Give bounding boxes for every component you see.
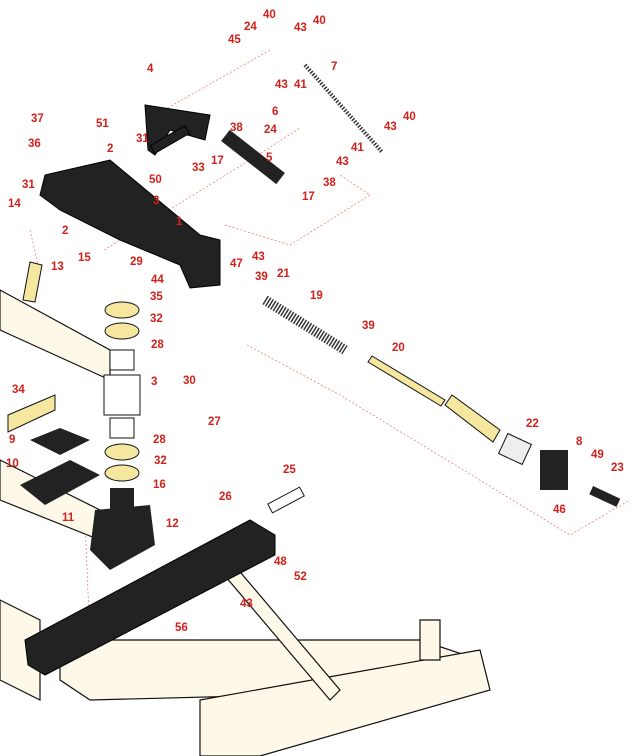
- callout-24: 24: [264, 124, 277, 136]
- pads-9-10: [20, 428, 100, 505]
- callout-34: 34: [12, 384, 25, 396]
- callout-47: 47: [230, 258, 243, 270]
- callout-46: 46: [553, 504, 566, 516]
- callout-56: 56: [175, 622, 188, 634]
- plate-34: [7, 394, 56, 433]
- callout-44: 44: [151, 274, 164, 286]
- callout-43: 43: [336, 156, 349, 168]
- callout-50: 50: [149, 174, 162, 186]
- callout-3: 3: [151, 376, 158, 388]
- callout-40: 40: [403, 111, 416, 123]
- callout-1: 1: [176, 216, 183, 228]
- callout-48: 48: [274, 556, 287, 568]
- callout-33: 33: [192, 162, 205, 174]
- callout-51: 51: [96, 118, 109, 130]
- callout-3: 3: [153, 195, 160, 207]
- callout-43: 43: [384, 121, 397, 133]
- callout-31: 31: [136, 133, 149, 145]
- callout-29: 29: [130, 256, 143, 268]
- spring-7: [303, 63, 384, 154]
- callout-16: 16: [153, 479, 166, 491]
- cylinder: [221, 129, 285, 185]
- mower-frame: [0, 289, 491, 756]
- callout-21: 21: [277, 268, 290, 280]
- callout-20: 20: [392, 342, 405, 354]
- callout-43: 43: [275, 79, 288, 91]
- bracket-8: [540, 450, 568, 490]
- callout-43: 43: [294, 22, 307, 34]
- callout-10: 10: [6, 458, 19, 470]
- callout-2: 2: [62, 225, 69, 237]
- callout-6: 6: [272, 106, 279, 118]
- callout-38: 38: [230, 122, 243, 134]
- callout-28: 28: [151, 339, 164, 351]
- bolt-25: [267, 486, 305, 514]
- callout-25: 25: [283, 464, 296, 476]
- callout-14: 14: [8, 198, 21, 210]
- callout-11: 11: [62, 512, 75, 524]
- callout-15: 15: [78, 252, 91, 264]
- callout-24: 24: [244, 21, 257, 33]
- callout-32: 32: [150, 313, 163, 325]
- callout-41: 41: [351, 142, 364, 154]
- callout-17: 17: [211, 155, 224, 167]
- callout-43: 43: [252, 251, 265, 263]
- bushings-stack: [103, 301, 141, 482]
- callout-45: 45: [228, 34, 241, 46]
- callout-36: 36: [28, 138, 41, 150]
- callout-12: 12: [166, 518, 179, 530]
- callout-5: 5: [266, 152, 273, 164]
- callout-39: 39: [362, 320, 375, 332]
- callout-35: 35: [150, 291, 163, 303]
- pin-13: [22, 261, 43, 303]
- bolt-23: [589, 486, 621, 507]
- lower-bar-56: [24, 519, 276, 676]
- shaft-20: [367, 355, 501, 443]
- caster-fork: [90, 488, 155, 570]
- callout-30: 30: [183, 375, 196, 387]
- callout-40: 40: [263, 9, 276, 21]
- callout-31: 31: [22, 179, 35, 191]
- callout-26: 26: [219, 491, 232, 503]
- callout-19: 19: [310, 290, 323, 302]
- callout-13: 13: [51, 261, 64, 273]
- main-pivot-arm: [39, 104, 221, 289]
- callout-32: 32: [154, 455, 167, 467]
- callout-40: 40: [313, 15, 326, 27]
- callout-43: 43: [240, 598, 253, 610]
- callout-2: 2: [107, 143, 114, 155]
- callout-7: 7: [331, 61, 338, 73]
- callout-38: 38: [323, 177, 336, 189]
- callout-28: 28: [153, 434, 166, 446]
- callout-9: 9: [9, 434, 16, 446]
- callout-17: 17: [302, 191, 315, 203]
- callout-8: 8: [576, 436, 583, 448]
- callout-49: 49: [591, 449, 604, 461]
- callout-41: 41: [294, 79, 307, 91]
- callout-23: 23: [611, 462, 624, 474]
- bushing-22: [497, 432, 533, 466]
- callout-52: 52: [294, 571, 307, 583]
- spring-19: [262, 295, 348, 355]
- callout-39: 39: [255, 271, 268, 283]
- callout-4: 4: [147, 63, 154, 75]
- callout-37: 37: [31, 113, 44, 125]
- callout-22: 22: [526, 418, 539, 430]
- callout-27: 27: [208, 416, 221, 428]
